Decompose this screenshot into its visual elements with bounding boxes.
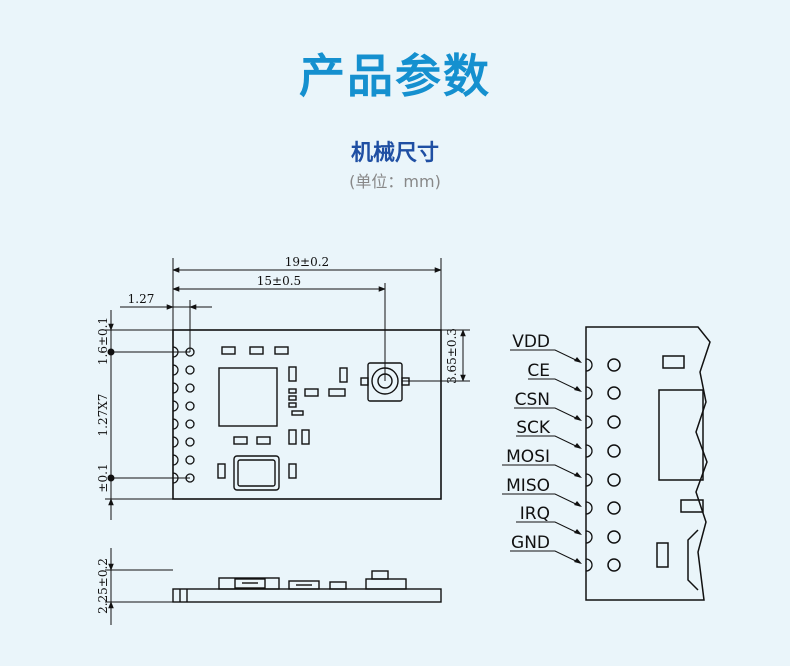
unit-note: (单位：mm) — [349, 172, 441, 191]
dim-thickness: 2.25±0.2 — [96, 558, 110, 614]
ic-chip — [218, 367, 278, 427]
pin-column — [185, 347, 195, 483]
dim-top-margin: 1.6±0.1 — [96, 317, 110, 365]
pin-label-miso: MISO — [506, 476, 550, 496]
pinout-outline — [585, 326, 711, 601]
dim-bottom-margin: ±0.1 — [96, 463, 110, 492]
pin-label-vdd: VDD — [512, 332, 550, 352]
dim-pitch: 1.27X7 — [96, 394, 110, 437]
dim-total-width: 19±0.2 — [285, 255, 329, 269]
components — [217, 346, 410, 491]
side-view — [172, 570, 442, 603]
top-dimension-labels: 19±0.2 15±0.5 1.27 1.6±0.1 1.27X7 ±0.1 3… — [96, 255, 459, 493]
pin-label-ce: CE — [527, 361, 550, 381]
pin-label-irq: IRQ — [520, 504, 550, 524]
dim-antenna-height: 3.65±0.3 — [445, 328, 459, 384]
pin-labels: VDD CE CSN SCK MOSI MISO IRQ GND — [506, 332, 551, 553]
pin-label-sck: SCK — [516, 418, 551, 438]
pin-label-gnd: GND — [511, 533, 550, 553]
pcb-outline — [172, 329, 442, 500]
pinout-holes — [607, 358, 621, 572]
side-dimensions — [105, 548, 173, 625]
pin-leaders — [502, 349, 581, 564]
page-title: 产品参数 — [299, 49, 491, 103]
side-pcb — [172, 588, 442, 603]
top-dimensions — [105, 258, 470, 520]
dim-pin-offset: 1.27 — [128, 292, 155, 306]
pinout-view — [502, 326, 711, 601]
top-view — [172, 329, 442, 500]
section-title: 机械尺寸 — [350, 141, 439, 166]
dim-antenna-offset: 15±0.5 — [257, 274, 301, 288]
pin-label-csn: CSN — [515, 390, 550, 410]
pin-label-mosi: MOSI — [506, 447, 550, 467]
